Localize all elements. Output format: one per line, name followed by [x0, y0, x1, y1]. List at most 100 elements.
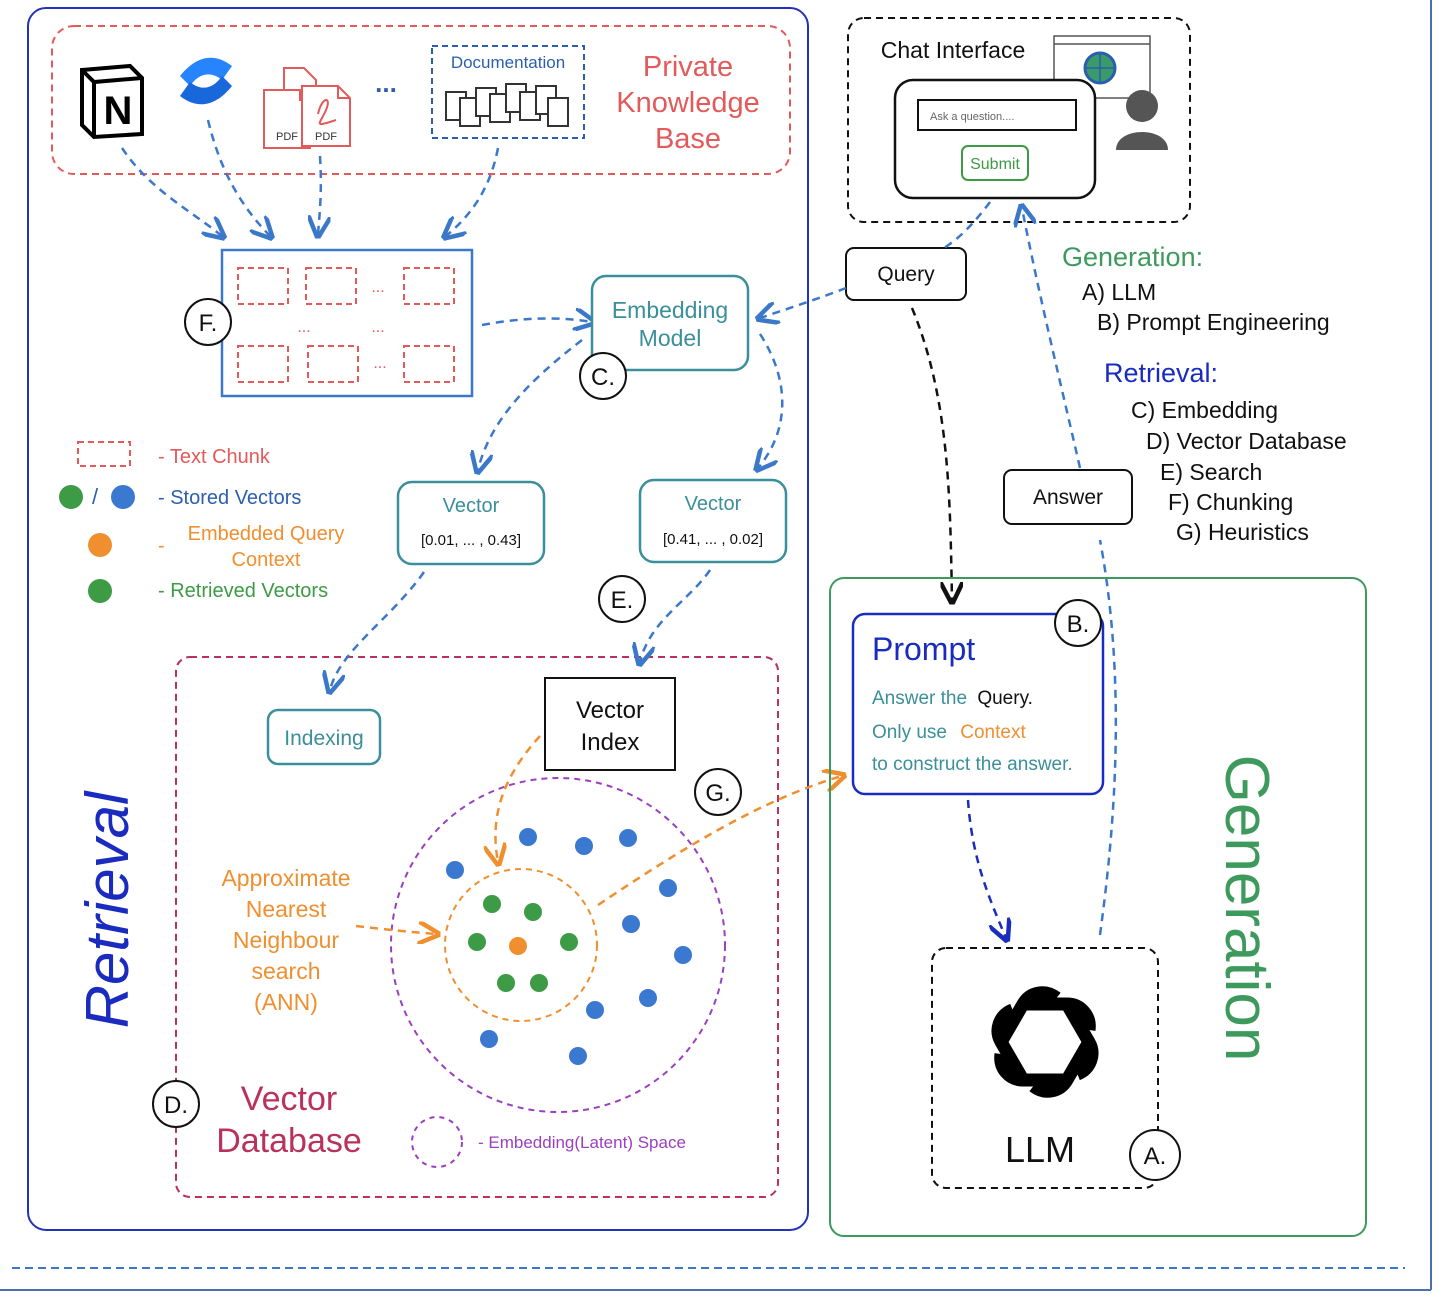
- indexing-box: [266, 708, 382, 766]
- prompt-line-1: Answer the Query.: [872, 688, 1033, 709]
- prompt-line-1-a: Answer the: [872, 688, 967, 709]
- arrow-embedding-to-vector-right: [758, 333, 784, 468]
- documentation-label: Documentation: [451, 53, 565, 72]
- retrieved-vector-point: [497, 974, 515, 992]
- retrieved-vector-point: [560, 933, 578, 951]
- stored-vector-point: [480, 1030, 498, 1048]
- stored-vector-point: [446, 861, 464, 879]
- arrow-embedding-to-vector-left: [478, 339, 583, 470]
- arrow-prompt-to-llm: [966, 799, 1006, 938]
- sources-ellipsis: ...: [375, 68, 397, 98]
- user-icon: [1116, 90, 1168, 150]
- legend-embedded-query: Context: [232, 549, 301, 571]
- key-retrieval-item: G) Heuristics: [1176, 519, 1309, 545]
- retrieved-vector-point: [468, 933, 486, 951]
- ann-neighbourhood-circle: [444, 868, 598, 1022]
- legend-text-chunk: - Text Chunk: [158, 446, 271, 468]
- question-input-placeholder: Ask a question....: [930, 111, 1014, 123]
- vector-left-title: Vector: [443, 495, 500, 517]
- openai-logo-icon: [991, 986, 1099, 1098]
- generation-container: [829, 577, 1367, 1237]
- indexing-label: Indexing: [284, 727, 363, 750]
- legend-query-vector: [88, 533, 112, 557]
- prompt-line-2-a: Only use: [872, 722, 947, 743]
- documentation-box: [431, 45, 585, 139]
- vector-database-marker-label: D.: [164, 1092, 188, 1119]
- documents-stack-icon: [445, 83, 569, 127]
- legend-stored-vector-green: [59, 485, 83, 509]
- notion-icon: N: [80, 63, 144, 140]
- key-retrieval-item: D) Vector Database: [1146, 428, 1347, 454]
- knowledge-base-title-line: Base: [655, 123, 721, 155]
- chunks-ellipsis: ...: [371, 319, 384, 336]
- question-input[interactable]: [917, 99, 1077, 131]
- legend-query-dash: -: [158, 535, 165, 557]
- prompt-line-3: to construct the answer.: [872, 754, 1073, 775]
- submit-button-label: Submit: [970, 156, 1020, 173]
- heuristics-marker-label: G.: [705, 780, 730, 807]
- vector-index-label: Vector: [576, 697, 644, 724]
- text-chunk: [305, 267, 357, 305]
- browser-globe-icon: [1053, 35, 1151, 99]
- legend-slash: /: [92, 484, 99, 509]
- notion-letter: N: [104, 89, 133, 133]
- pdf-icons: PDF PDF: [263, 67, 351, 149]
- stored-vector-point: [575, 837, 593, 855]
- latent-space-circle: [390, 777, 726, 1113]
- text-chunk: [237, 345, 289, 383]
- vector-index-box: [544, 677, 676, 771]
- llm-box: [931, 947, 1159, 1189]
- vector-database-box: [175, 656, 779, 1198]
- arrow-llm-to-answer: [1098, 539, 1118, 936]
- stored-vector-point: [569, 1047, 587, 1065]
- key-retrieval-heading: Retrieval:: [1104, 358, 1218, 388]
- stored-vector-point: [622, 915, 640, 933]
- knowledge-base-title-line: Private: [643, 51, 733, 83]
- text-chunk: [237, 267, 289, 305]
- arrow-chat-to-query: [943, 201, 991, 250]
- prompt-marker-label: B.: [1067, 611, 1090, 638]
- llm-marker-label: A.: [1144, 1143, 1167, 1170]
- answer-box: [1003, 469, 1133, 525]
- heuristics-marker: [694, 768, 742, 816]
- stored-vector-point: [519, 828, 537, 846]
- arrow-query-to-embedding: [760, 286, 847, 318]
- retrieved-vector-point: [524, 903, 542, 921]
- ann-label-line: Approximate: [221, 865, 350, 891]
- search-marker: [598, 575, 646, 623]
- search-marker-label: E.: [611, 587, 634, 614]
- key-retrieval-item: E) Search: [1160, 459, 1262, 485]
- text-chunk: [403, 267, 455, 305]
- arrow-notion-to-chunks: [120, 147, 222, 236]
- vector-database-title: Database: [216, 1122, 362, 1160]
- embedding-model-label: Model: [639, 325, 702, 351]
- confluence-icon: [180, 57, 232, 105]
- stored-vector-point: [639, 989, 657, 1007]
- legend-latent-space: - Embedding(Latent) Space: [478, 1133, 686, 1152]
- chat-interface-title: Chat Interface: [881, 37, 1025, 63]
- key-retrieval-item: F) Chunking: [1168, 489, 1293, 515]
- embedding-model-label: Embedding: [612, 297, 728, 323]
- vector-index-label: Index: [581, 729, 640, 756]
- embedding-marker-label: C.: [591, 364, 615, 391]
- prompt-line-1-query: Query: [977, 688, 1029, 709]
- retrieved-vector-point: [530, 974, 548, 992]
- arrow-chunks-to-embedding: [481, 318, 592, 325]
- arrow-ann-label: [355, 926, 436, 934]
- prompt-title: Prompt: [872, 631, 975, 667]
- retrieved-vector-point: [483, 895, 501, 913]
- vector-right-values: [0.41, ... , 0.02]: [663, 531, 763, 548]
- ann-label-line: (ANN): [254, 989, 318, 1015]
- legend-stored-vector-blue: [111, 485, 135, 509]
- vector-right-box: [638, 478, 788, 564]
- pdf-label: PDF: [315, 131, 337, 143]
- vector-right-title: Vector: [685, 493, 742, 515]
- ann-label-line: search: [251, 958, 320, 984]
- chunking-marker-label: F.: [199, 310, 218, 337]
- chunks-ellipsis: ...: [297, 319, 310, 336]
- submit-button[interactable]: [961, 145, 1029, 181]
- prompt-line-1-period: .: [1028, 688, 1033, 709]
- legend-latent-space-swatch: [411, 1116, 463, 1168]
- arrow-answer-to-chat: [1022, 208, 1082, 469]
